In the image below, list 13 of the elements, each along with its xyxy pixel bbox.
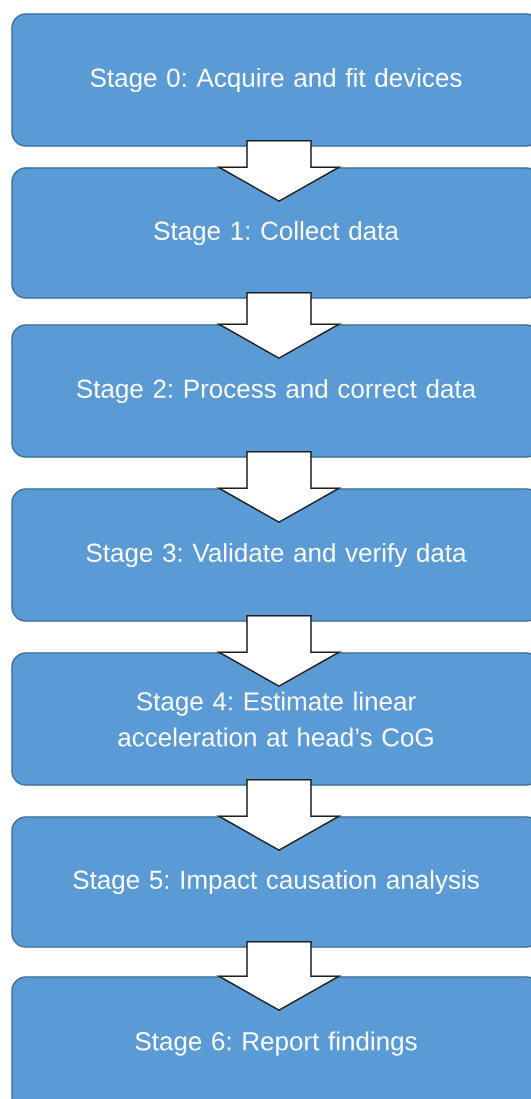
process-box: Stage 1: Collect data — [11, 167, 531, 299]
process-box: Stage 3: Validate and verify data — [11, 488, 531, 622]
process-box: Stage 5: Impact causation analysis — [11, 816, 531, 948]
block-arrow — [216, 140, 342, 203]
process-box: Stage 0: Acquire and fit devices — [11, 13, 531, 147]
block-arrow — [216, 615, 342, 688]
process-box: Stage 6: Report findings — [11, 976, 531, 1099]
block-arrow — [216, 779, 342, 852]
process-box: Stage 4: Estimate linear acceleration at head’s CoG — [11, 652, 531, 786]
block-arrow — [216, 451, 342, 524]
process-box: Stage 2: Process and correct data — [11, 324, 531, 458]
block-arrow — [216, 292, 342, 360]
block-arrow — [216, 941, 342, 1012]
